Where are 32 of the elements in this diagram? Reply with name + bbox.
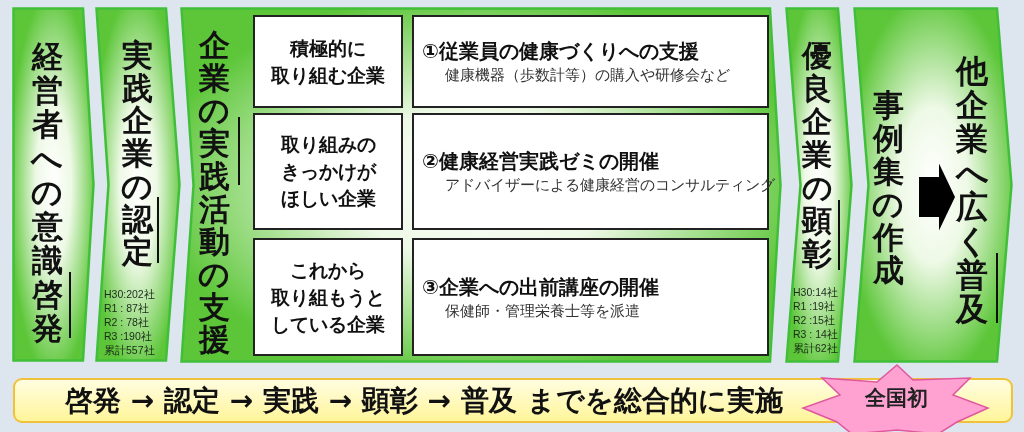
category-box: これから取り組もうとしている企業 [253,238,403,356]
band-title: 経営者への意識啓発 [30,38,64,345]
count-line: R2 :15社 [793,313,835,327]
support-description: アドバイザーによる健康経営のコンサルティング [445,175,775,195]
chevron-band [785,7,853,363]
band-title: 企業の実践活動の支援 [197,29,231,357]
block-arrow [919,163,955,231]
count-line: R3 : 14社 [793,327,838,341]
support-description: 保健師・管理栄養士等を派遣 [445,300,640,321]
chevron-band [95,7,181,362]
count-line: R1 : 87社 [104,301,149,315]
category-box: 取り組みのきっかけがほしい企業 [253,113,403,230]
support-box [412,238,769,356]
support-heading: ①従業員の健康づくりへの支援 [422,38,699,64]
band-title: 実践企業の認定 [120,39,154,268]
band-title: 事例集の作成 [857,89,919,287]
count-line: H30:202社 [104,287,155,301]
count-line: H30:14社 [793,285,838,299]
star-badge: 全国初 [800,364,992,432]
support-heading: ②健康経営実践ゼミの開催 [422,148,659,174]
count-line: R2 : 78社 [104,315,149,329]
support-box [412,15,769,108]
category-box: 積極的に取り組む企業 [253,15,403,108]
chevron-band [12,7,95,362]
count-line: 累計557社 [104,343,155,357]
support-description: 健康機器（歩数計等）の購入や研修会など [445,65,730,85]
band-title: 他企業へ広く普及 [955,54,989,326]
support-heading: ③企業への出前講座の開催 [422,273,659,300]
count-line: R3 :190社 [104,329,152,343]
count-line: 累計62社 [793,341,838,355]
count-line: R1 :19社 [793,299,835,313]
band-title: 優良企業の顕彰 [801,39,833,270]
